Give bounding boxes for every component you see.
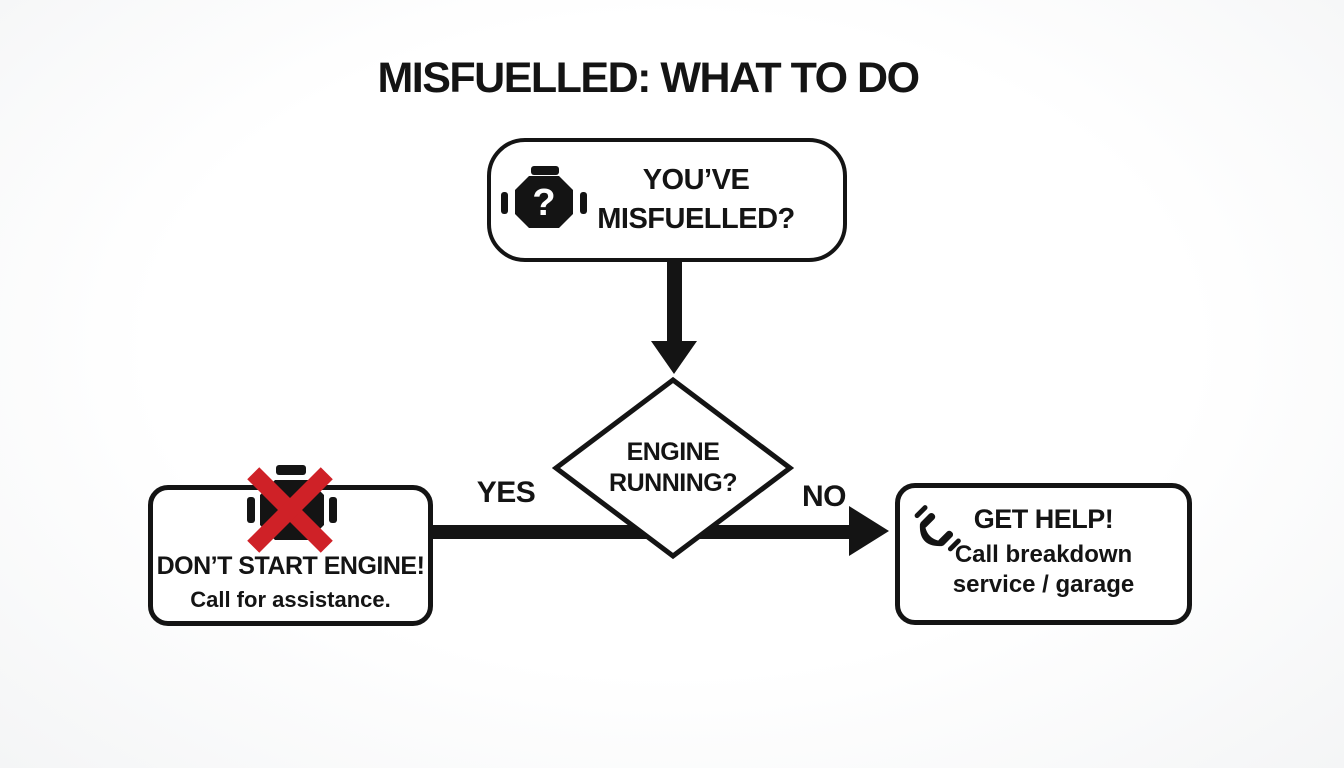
no-branch-label: NO	[802, 480, 847, 513]
start-label: YOU’VE MISFUELLED?	[583, 142, 809, 258]
arrow-down-head-icon	[651, 341, 697, 374]
yes-branch-label: YES	[476, 476, 536, 509]
get-help-note-line1: Call breakdown	[954, 541, 1133, 568]
decision-line1: ENGINE	[626, 438, 720, 466]
red-cross-icon	[247, 467, 333, 553]
arrow-down-shaft	[667, 258, 682, 342]
decision-diamond	[552, 376, 794, 560]
arrow-right-head-icon	[849, 506, 889, 556]
question-glyph: ?	[532, 182, 555, 224]
engine-crossed-icon	[247, 465, 337, 553]
page-title: MISFUELLED: WHAT TO DO	[377, 54, 920, 102]
get-help-node: GET HELP! Call breakdown service / garag…	[895, 483, 1192, 625]
start-line2: MISFUELLED?	[597, 203, 795, 235]
start-node: ? YOU’VE MISFUELLED?	[487, 138, 847, 262]
decision-line2: RUNNING?	[609, 469, 737, 497]
dont-start-node: DON’T START ENGINE! Call for assistance.	[148, 465, 433, 626]
get-help-heading: GET HELP!	[973, 504, 1114, 534]
dont-start-note: Call for assistance.	[190, 587, 391, 612]
engine-warning-icon: ?	[501, 166, 587, 228]
phone-icon	[914, 505, 961, 552]
decision-label: ENGINE RUNNING?	[552, 376, 794, 560]
start-line1: YOU’VE	[642, 164, 750, 196]
get-help-note-line2: service / garage	[952, 571, 1135, 598]
dont-start-heading: DON’T START ENGINE!	[156, 552, 425, 580]
